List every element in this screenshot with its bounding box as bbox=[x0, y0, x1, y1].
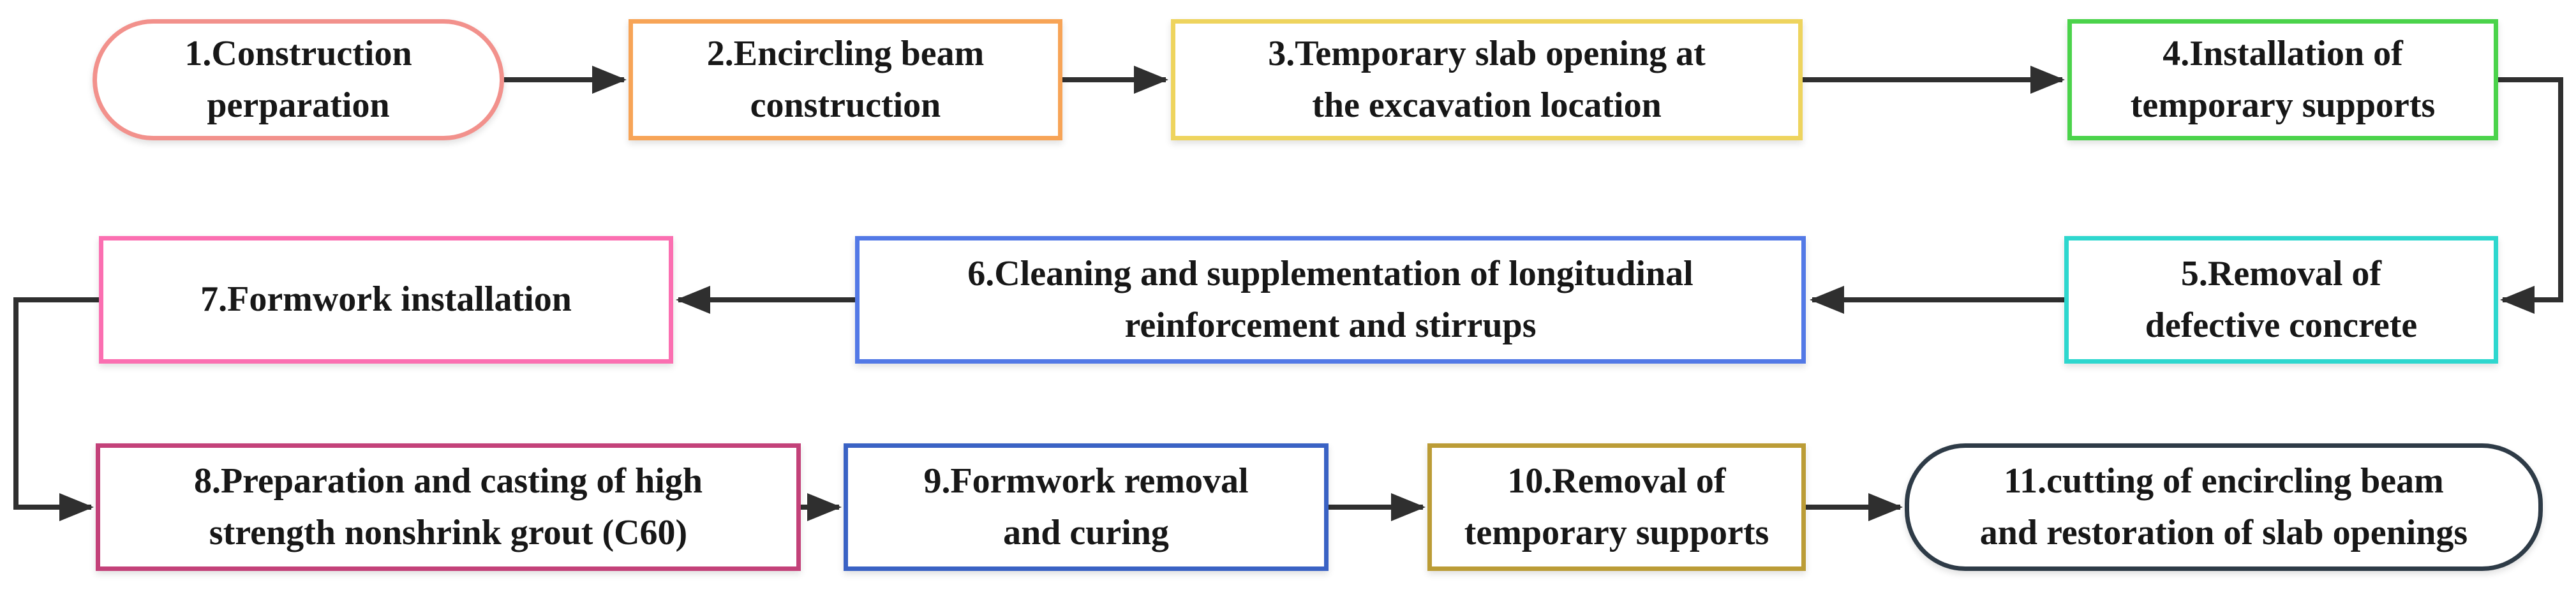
step-11-label-line2: and restoration of slab openings bbox=[1979, 513, 2468, 552]
step-1-label-line2: perparation bbox=[207, 85, 390, 125]
step-7-formwork-installation: 7.Formwork installation bbox=[99, 236, 673, 364]
step-9-label-line1: 9.Formwork removal bbox=[923, 461, 1249, 501]
step-4-label-line1: 4.Installation of bbox=[2163, 33, 2403, 73]
step-8-label-line1: 8.Preparation and casting of high bbox=[193, 461, 703, 501]
step-5-label-line1: 5.Removal of bbox=[2180, 253, 2382, 293]
step-7-label-line1: 7.Formwork installation bbox=[200, 279, 572, 320]
step-5-label-line2: defective concrete bbox=[2145, 306, 2418, 345]
step-6-cleaning-supplementation-reinforcement: 6.Cleaning and supplementation of longit… bbox=[855, 236, 1806, 364]
step-6-label-line2: reinforcement and stirrups bbox=[1124, 306, 1537, 345]
step-4-installation-temporary-supports: 4.Installation of temporary supports bbox=[2067, 19, 2498, 140]
step-10-removal-temporary-supports: 10.Removal of temporary supports bbox=[1427, 443, 1806, 571]
arrow-step7-to-step8 bbox=[13, 297, 99, 521]
step-8-label-line2: strength nonshrink grout (C60) bbox=[209, 513, 688, 552]
step-8-preparation-casting-grout: 8.Preparation and casting of high streng… bbox=[96, 443, 801, 571]
step-11-cutting-beam-restoration-openings: 11.cutting of encircling beam and restor… bbox=[1905, 443, 2543, 571]
step-5-removal-defective-concrete: 5.Removal of defective concrete bbox=[2064, 236, 2498, 364]
step-10-label-line2: temporary supports bbox=[1464, 513, 1769, 552]
step-3-label-line2: the excavation location bbox=[1312, 85, 1662, 125]
step-9-label-line2: and curing bbox=[1003, 513, 1169, 552]
step-4-label-line2: temporary supports bbox=[2130, 85, 2436, 125]
step-11-label-line1: 11.cutting of encircling beam bbox=[2004, 461, 2444, 501]
step-9-formwork-removal-curing: 9.Formwork removal and curing bbox=[844, 443, 1329, 571]
step-3-temporary-slab-opening: 3.Temporary slab opening at the excavati… bbox=[1171, 19, 1803, 140]
step-1-label-line1: 1.Construction bbox=[184, 33, 412, 73]
step-6-label-line1: 6.Cleaning and supplementation of longit… bbox=[967, 253, 1694, 293]
step-2-label-line2: construction bbox=[750, 85, 941, 125]
step-10-label-line1: 10.Removal of bbox=[1507, 461, 1726, 501]
step-3-label-line1: 3.Temporary slab opening at bbox=[1268, 33, 1706, 73]
arrow-step4-to-step5 bbox=[2498, 77, 2563, 314]
step-2-label-line1: 2.Encircling beam bbox=[706, 33, 985, 73]
step-2-encircling-beam-construction: 2.Encircling beam construction bbox=[629, 19, 1062, 140]
step-1-construction-preparation: 1.Construction perparation bbox=[93, 19, 504, 140]
